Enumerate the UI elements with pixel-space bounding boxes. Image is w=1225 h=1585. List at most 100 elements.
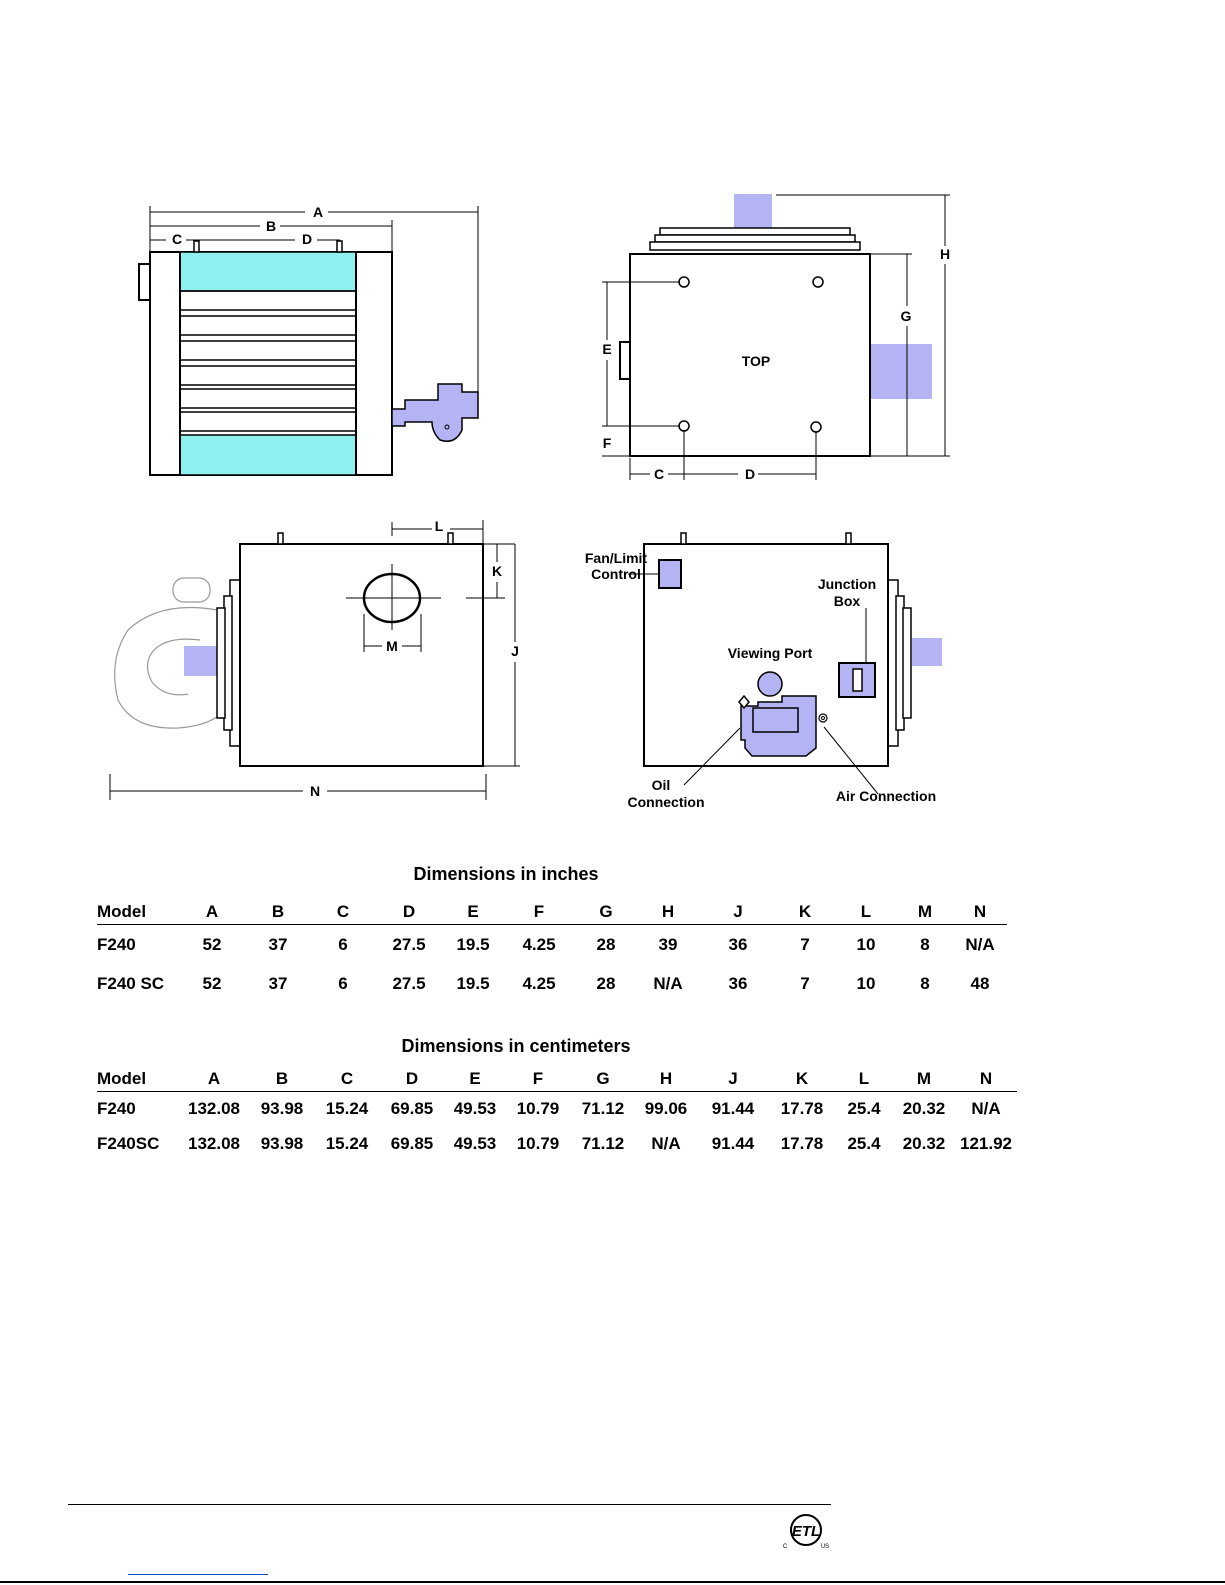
table-cell: 71.12 [581, 1133, 625, 1153]
column-header: N [955, 1067, 1017, 1092]
column-header: J [701, 900, 775, 925]
column-header: F [505, 1067, 571, 1092]
column-header: D [379, 1067, 445, 1092]
model-cell: F240 [97, 1098, 136, 1118]
table-cell: 37 [268, 934, 288, 954]
table-cell: 69.85 [390, 1133, 434, 1153]
model-cell: F240 [97, 934, 136, 954]
column-header: B [249, 1067, 315, 1092]
column-header: Model [97, 1067, 179, 1092]
table-cell: 52 [202, 934, 222, 954]
table-cell: 36 [728, 973, 748, 993]
column-header: E [445, 900, 501, 925]
table-cell: 93.98 [260, 1098, 304, 1118]
table-cell: N/A [971, 1098, 1001, 1118]
side-view-drawing [138, 240, 479, 476]
column-header: A [179, 1067, 249, 1092]
column-header: H [635, 1067, 697, 1092]
dim-label-e: E [602, 341, 611, 357]
table-cell: 27.5 [392, 973, 426, 993]
column-header: G [577, 900, 635, 925]
table-cell: 99.06 [644, 1098, 688, 1118]
footer-link-underline[interactable] [128, 1574, 268, 1575]
table-cell: 7 [800, 934, 810, 954]
table-cell: 27.5 [392, 934, 426, 954]
table-cell: 6 [338, 973, 348, 993]
table-row: F240 SC 52 37 6 27.5 19.5 4.25 28 N/A 36… [97, 965, 1007, 1003]
table-cell: 132.08 [188, 1098, 240, 1118]
column-header: L [835, 1067, 893, 1092]
table-cell: N/A [651, 1133, 681, 1153]
etl-logo-c-mark: C [783, 1544, 788, 1550]
table-cell: 121.92 [960, 1133, 1012, 1153]
bottom-rule [0, 1581, 1225, 1583]
table-cell: 91.44 [711, 1098, 755, 1118]
column-header: C [315, 1067, 379, 1092]
etl-logo: ETL C US [783, 1514, 829, 1550]
table-cell: 93.98 [260, 1133, 304, 1153]
inches-table: Model A B C D E F G H J K L M N F240 52 … [97, 900, 1007, 1003]
dim-label-m: M [386, 638, 398, 654]
column-header: C [313, 900, 373, 925]
centimeters-header-row: Model A B C D E F G H J K L M N [97, 1067, 1017, 1092]
model-cell: F240 SC [97, 973, 165, 993]
table-cell: 4.25 [522, 934, 556, 954]
column-header: M [897, 900, 953, 925]
column-header: F [501, 900, 577, 925]
table-cell: 15.24 [325, 1098, 369, 1118]
column-header: J [697, 1067, 769, 1092]
table-cell: 4.25 [522, 973, 556, 993]
top-label: TOP [742, 353, 771, 369]
column-header: E [445, 1067, 505, 1092]
table-cell: 132.08 [188, 1133, 240, 1153]
dim-label-j: J [511, 643, 519, 659]
column-header: M [893, 1067, 955, 1092]
table-cell: 28 [596, 973, 616, 993]
table-cell: 10 [856, 973, 876, 993]
dim-label-l: L [435, 518, 444, 534]
rear-view-drawing [643, 532, 942, 767]
junction-box-label-line1: Junction [818, 576, 876, 592]
table-cell: 19.5 [456, 973, 490, 993]
inches-table-title: Dimensions in inches [413, 864, 599, 884]
fan-limit-control-label-line2: Control [591, 566, 641, 582]
table-row: F240SC 132.08 93.98 15.24 69.85 49.53 10… [97, 1126, 1017, 1162]
table-cell: 19.5 [456, 934, 490, 954]
table-cell: 39 [658, 934, 678, 954]
dim-label-d: D [302, 231, 312, 247]
table-cell: 7 [800, 973, 810, 993]
table-cell: 6 [338, 934, 348, 954]
footer-rule [68, 1504, 831, 1505]
table-cell: 20.32 [902, 1133, 946, 1153]
column-header: B [243, 900, 313, 925]
oil-connection-label-line1: Oil [652, 777, 671, 793]
column-header: G [571, 1067, 635, 1092]
table-cell: 91.44 [711, 1133, 755, 1153]
table-cell: 49.53 [453, 1098, 497, 1118]
table-cell: 20.32 [902, 1098, 946, 1118]
viewing-port-label: Viewing Port [728, 645, 813, 661]
table-cell: 8 [920, 934, 930, 954]
table-cell: 25.4 [847, 1098, 881, 1118]
table-cell: 10.79 [516, 1133, 560, 1153]
inches-header-row: Model A B C D E F G H J K L M N [97, 900, 1007, 925]
dim-label-k: K [492, 563, 502, 579]
column-header: Model [97, 900, 181, 925]
dim-label-d-top: D [745, 466, 755, 482]
air-connection-label: Air Connection [836, 788, 936, 804]
table-cell: 71.12 [581, 1098, 625, 1118]
dim-label-g: G [901, 308, 912, 324]
table-cell: 49.53 [453, 1133, 497, 1153]
dim-label-a: A [313, 204, 323, 220]
dim-label-c: C [172, 231, 182, 247]
table-cell: 69.85 [390, 1098, 434, 1118]
table-cell: 52 [202, 973, 222, 993]
fan-limit-control-label-line1: Fan/Limit [585, 550, 648, 566]
table-cell: N/A [965, 934, 995, 954]
table-cell: 15.24 [325, 1133, 369, 1153]
top-view-drawing [619, 194, 932, 457]
centimeters-table: Model A B C D E F G H J K L M N F240 132… [97, 1067, 1017, 1162]
dim-label-c-top: C [654, 466, 664, 482]
table-cell: 37 [268, 973, 288, 993]
column-header: L [835, 900, 897, 925]
